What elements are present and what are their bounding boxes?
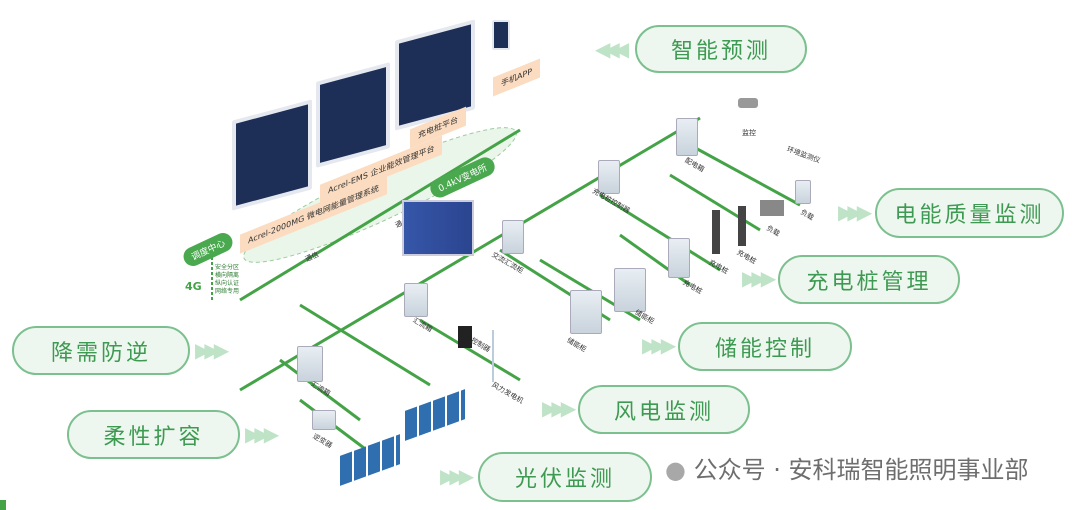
motor-load — [760, 200, 784, 216]
feature-wind-monitor: 风电监测 — [578, 385, 750, 434]
arrow-icon: ▶▶▶ — [642, 333, 676, 357]
watermark: ● 公众号 · 安科瑞智能照明事业部 — [665, 450, 1028, 485]
feature-power-quality: 电能质量监测 — [875, 188, 1064, 238]
feature-flexible-expansion: 柔性扩容 — [67, 410, 240, 459]
note: 横向隔离 — [215, 272, 240, 279]
load-device — [795, 180, 811, 204]
arrow-icon: ▶▶▶ — [838, 200, 872, 224]
feature-pv-monitor: 光伏监测 — [478, 452, 652, 502]
charging-pile-1 — [668, 238, 690, 278]
combiner-box-2 — [297, 346, 323, 382]
storage-cabinet-2 — [614, 268, 646, 312]
combiner-box-1 — [404, 283, 428, 317]
watermark-text: 公众号 · 安科瑞智能照明事业部 — [693, 456, 1029, 484]
controller — [458, 326, 472, 348]
distribution-box — [676, 118, 698, 156]
charging-pile-2 — [712, 210, 720, 254]
wechat-icon: ● — [665, 456, 686, 484]
charging-pile-3 — [738, 206, 746, 246]
wind-turbine-icon — [492, 330, 494, 382]
note: 安全分区 — [215, 264, 240, 271]
arrow-icon: ▶▶▶ — [245, 422, 279, 446]
arrow-icon: ▶▶▶ — [440, 464, 474, 488]
phone-icon — [492, 20, 510, 50]
camera-icon — [738, 98, 758, 108]
4g-label: 4G — [185, 280, 202, 293]
note: 网络专用 — [215, 288, 240, 295]
feature-demand-anti-reverse: 降需防逆 — [12, 326, 190, 375]
feature-charging-pile-mgmt: 充电桩管理 — [778, 255, 960, 304]
arrow-icon: ◀◀◀ — [595, 37, 629, 61]
arrow-icon: ▶▶▶ — [195, 338, 229, 362]
arrow-icon: ▶▶▶ — [542, 396, 576, 420]
arrow-icon: ▶▶▶ — [742, 266, 776, 290]
storage-cabinet-1 — [570, 290, 602, 334]
ac-cabinet — [502, 220, 524, 254]
note: 纵向认证 — [215, 280, 240, 287]
feature-storage-control: 储能控制 — [678, 322, 852, 371]
feature-smart-forecast: 智能预测 — [635, 25, 807, 73]
inverter — [312, 410, 336, 430]
monitor-label: 监控 — [742, 129, 756, 137]
dispatch-notes: 安全分区 横向隔离 纵向认证 网络专用 — [215, 264, 239, 296]
charging-controller — [598, 160, 620, 194]
transformer-substation — [402, 200, 474, 256]
